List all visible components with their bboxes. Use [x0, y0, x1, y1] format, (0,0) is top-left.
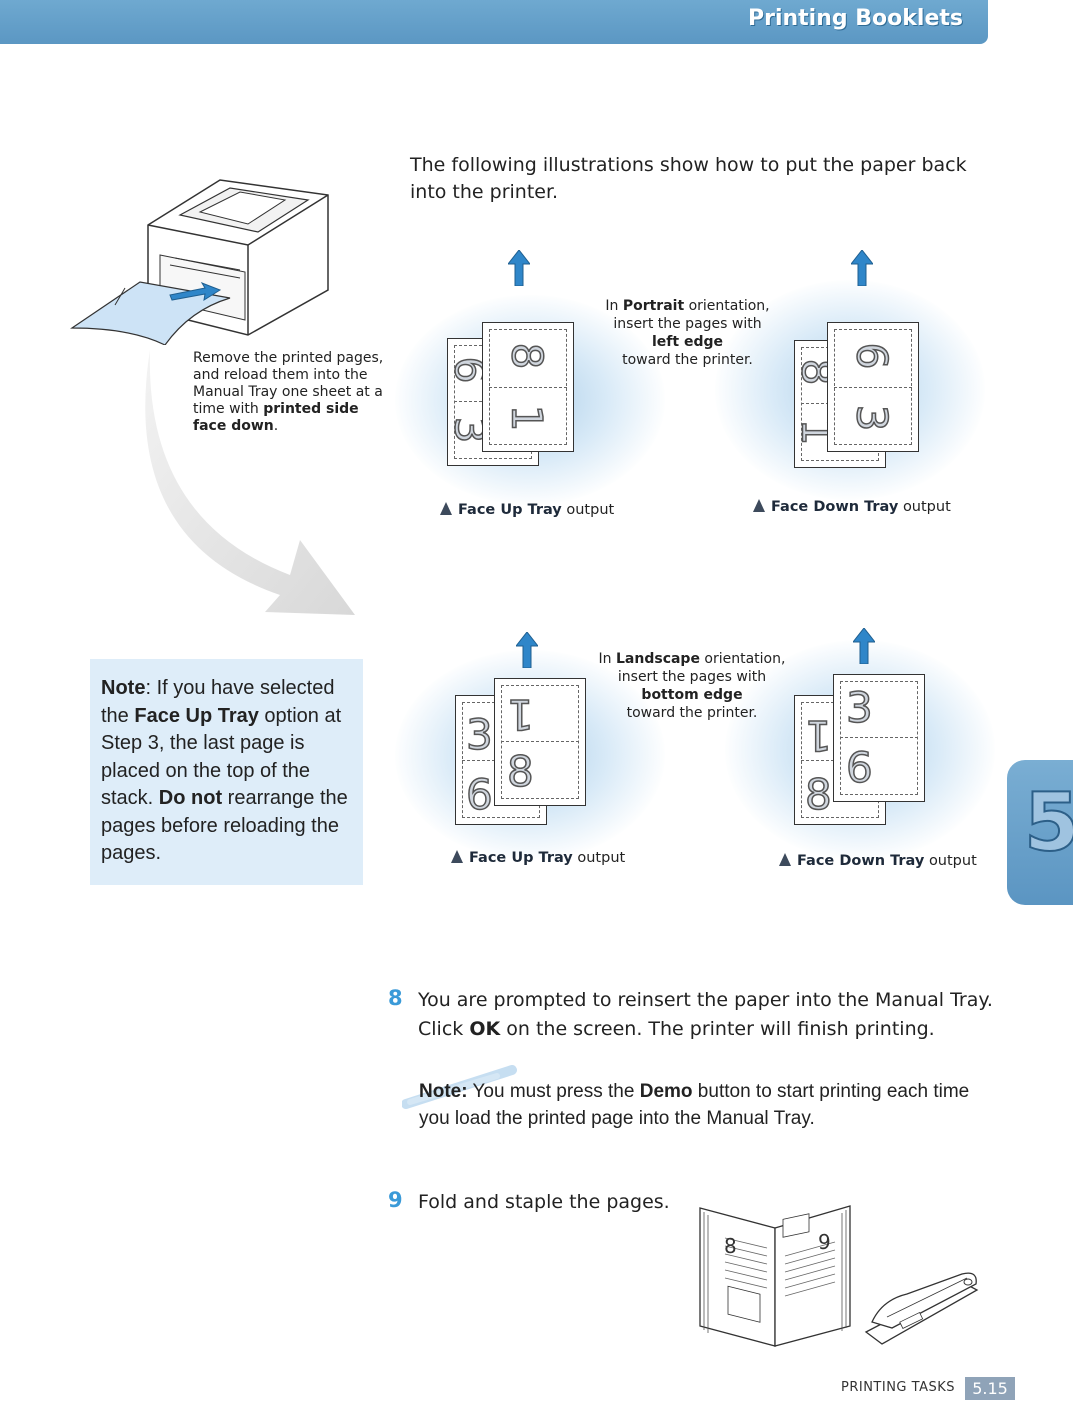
- demo-label: Demo: [639, 1081, 693, 1102]
- landscape-instruction: In Landscape orientation, insert the pag…: [592, 650, 792, 722]
- landscape-face-down-label: Face Down Tray output: [779, 853, 977, 869]
- page-card-front: 8 1: [482, 322, 574, 452]
- step-8-click: Click: [418, 1018, 470, 1040]
- booklet-illustration: [699, 1205, 851, 1347]
- chapter-number: 5: [1023, 776, 1073, 869]
- page-number: 8: [506, 747, 534, 796]
- up-arrow-icon: [516, 632, 538, 668]
- note-box: Note: If you have selected the Face Up T…: [90, 659, 363, 885]
- tray-name: Face Up Tray: [469, 850, 573, 866]
- note-2-label: Note:: [419, 1081, 468, 1102]
- portrait-face-down-label: Face Down Tray output: [753, 499, 951, 515]
- portrait-bold: Portrait: [622, 298, 685, 314]
- portrait-prefix: In: [605, 298, 623, 314]
- up-arrow-icon: [853, 628, 875, 664]
- page-number: 1: [506, 689, 534, 740]
- ok-label: OK: [469, 1018, 501, 1040]
- note-bold: Face Up Tray: [134, 704, 259, 727]
- intro-paragraph: The following illustrations show how to …: [410, 154, 967, 203]
- up-arrow-icon: [851, 250, 873, 286]
- page-number: 6: [845, 743, 873, 792]
- landscape-edge: bottom edge: [641, 687, 743, 703]
- footer-section: PRINTING TASKS: [841, 1380, 955, 1395]
- note-label: Note: [101, 677, 146, 699]
- output-word: output: [566, 502, 615, 518]
- note-text: rearrange the pages before reloading the…: [101, 787, 348, 864]
- printer-caption: Remove the printed pages, and reload the…: [193, 350, 393, 435]
- page-card-front: 3 6: [833, 674, 925, 802]
- portrait-suffix: toward the printer.: [622, 352, 753, 368]
- page-number: 1: [502, 404, 553, 432]
- tray-name: Face Down Tray: [771, 499, 899, 515]
- triangle-icon: [753, 499, 765, 512]
- triangle-icon: [440, 502, 452, 515]
- page-number: 8: [502, 342, 553, 370]
- printer-illustration: [70, 179, 329, 345]
- booklet-page-left: 8: [724, 1234, 737, 1258]
- booklet-page-right: 9: [818, 1230, 831, 1254]
- output-word: output: [577, 850, 626, 866]
- portrait-edge: left edge: [652, 334, 723, 350]
- landscape-suffix: toward the printer.: [626, 705, 758, 721]
- note-2: Note: You must press the Demo button to …: [419, 1078, 979, 1132]
- step-8-line2: on the screen. The printer will finish p…: [500, 1018, 935, 1040]
- step-8: 8 You are prompted to reinsert the paper…: [388, 986, 1018, 1044]
- stapler-illustration: [864, 1272, 979, 1345]
- portrait-mid: orientation, insert the pages with: [613, 298, 770, 332]
- landscape-prefix: In: [598, 651, 616, 667]
- printer-caption-text: Remove the printed pages, and reload the…: [193, 350, 384, 417]
- note-bold: Do not: [158, 787, 223, 809]
- output-word: output: [902, 499, 951, 515]
- page-number: 6: [465, 770, 493, 819]
- triangle-icon: [451, 850, 463, 863]
- highlight-stroke: [402, 1065, 517, 1109]
- portrait-face-up-label: Face Up Tray output: [440, 502, 614, 518]
- header-bar: [0, 0, 988, 44]
- chapter-tab: [1007, 760, 1073, 905]
- output-word: output: [928, 853, 977, 869]
- curved-arrow: [145, 350, 355, 615]
- note-text: : If you have selected the: [101, 677, 335, 727]
- page-number: 3: [465, 710, 493, 759]
- landscape-mid: orientation, insert the pages with: [617, 651, 786, 685]
- tray-name: Face Down Tray: [797, 853, 925, 869]
- note-text: option at Step 3, the last page is place…: [101, 704, 342, 810]
- portrait-instruction: In Portrait orientation, insert the page…: [590, 297, 785, 369]
- page-card-front: 6 3: [827, 322, 919, 452]
- up-arrow-icon: [508, 250, 530, 286]
- note-2-text: You must press the: [467, 1081, 640, 1102]
- page-number: 6: [847, 342, 898, 370]
- page-number: 8: [804, 770, 832, 819]
- tray-name: Face Up Tray: [458, 502, 562, 518]
- landscape-bold: Landscape: [616, 651, 700, 667]
- step-number: 9: [388, 1188, 403, 1212]
- step-9: 9 Fold and staple the pages.: [388, 1188, 788, 1217]
- triangle-icon: [779, 853, 791, 866]
- landscape-face-up-label: Face Up Tray output: [451, 850, 625, 866]
- page-number: 3: [847, 404, 898, 432]
- page-number: 3: [845, 683, 873, 732]
- printer-caption-bold: printed side face down: [193, 401, 359, 434]
- step-8-line1: You are prompted to reinsert the paper i…: [418, 989, 993, 1011]
- step-9-text: Fold and staple the pages.: [418, 1191, 670, 1213]
- page-title: Printing Booklets: [747, 6, 963, 31]
- step-number: 8: [388, 986, 403, 1010]
- page-number-badge: 5.15: [965, 1377, 1015, 1400]
- page-card-front: 1 8: [494, 678, 586, 806]
- note-2-text: button to start printing each time you l…: [419, 1081, 970, 1129]
- printer-caption-end: .: [273, 418, 279, 434]
- page-number: 1: [804, 710, 832, 761]
